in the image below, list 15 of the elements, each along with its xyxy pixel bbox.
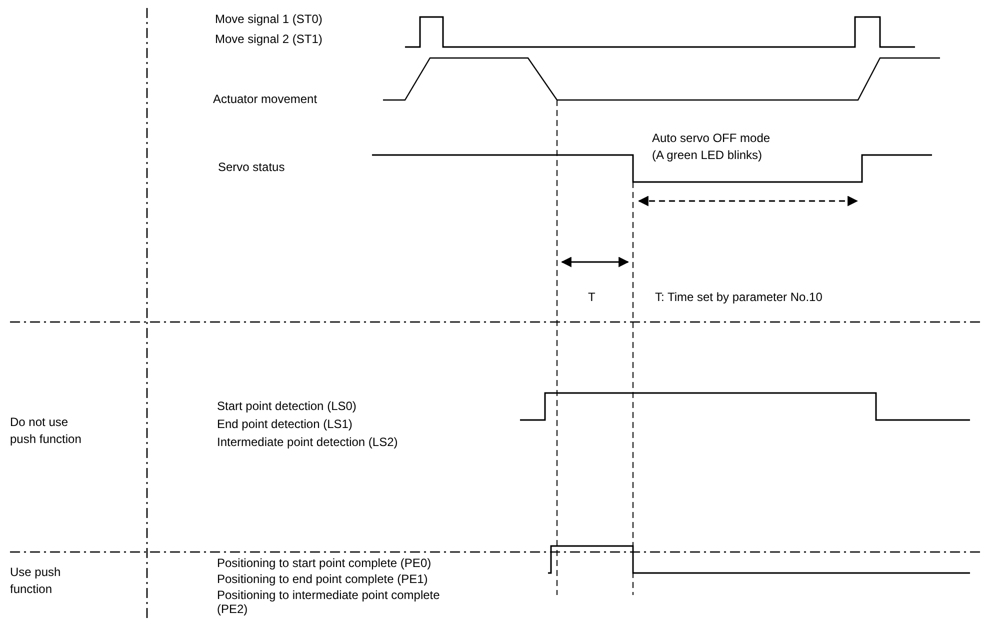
note-text: T: Time set by parameter No.10: [655, 289, 822, 306]
signal-label: Positioning to intermediate point complete (PE2): [217, 588, 441, 616]
row-label: Use push function: [10, 564, 62, 598]
dimension-label: T: [588, 289, 596, 306]
signal-label: Positioning to end point complete (PE1): [217, 572, 428, 587]
row-label: Do not use push function: [10, 414, 82, 448]
signal-label: Intermediate point detection (LS2): [217, 434, 398, 451]
signal-label: Start point detection (LS0): [217, 398, 356, 415]
signal-label: Move signal 2 (ST1): [215, 31, 322, 48]
annotation-text: Auto servo OFF mode (A green LED blinks): [652, 130, 772, 164]
signal-label: Servo status: [218, 159, 285, 176]
signal-label: End point detection (LS1): [217, 416, 352, 433]
signal-label: Move signal 1 (ST0): [215, 11, 322, 28]
signal-label: Positioning to start point complete (PE0): [217, 556, 432, 571]
signal-label: Actuator movement: [213, 91, 318, 108]
